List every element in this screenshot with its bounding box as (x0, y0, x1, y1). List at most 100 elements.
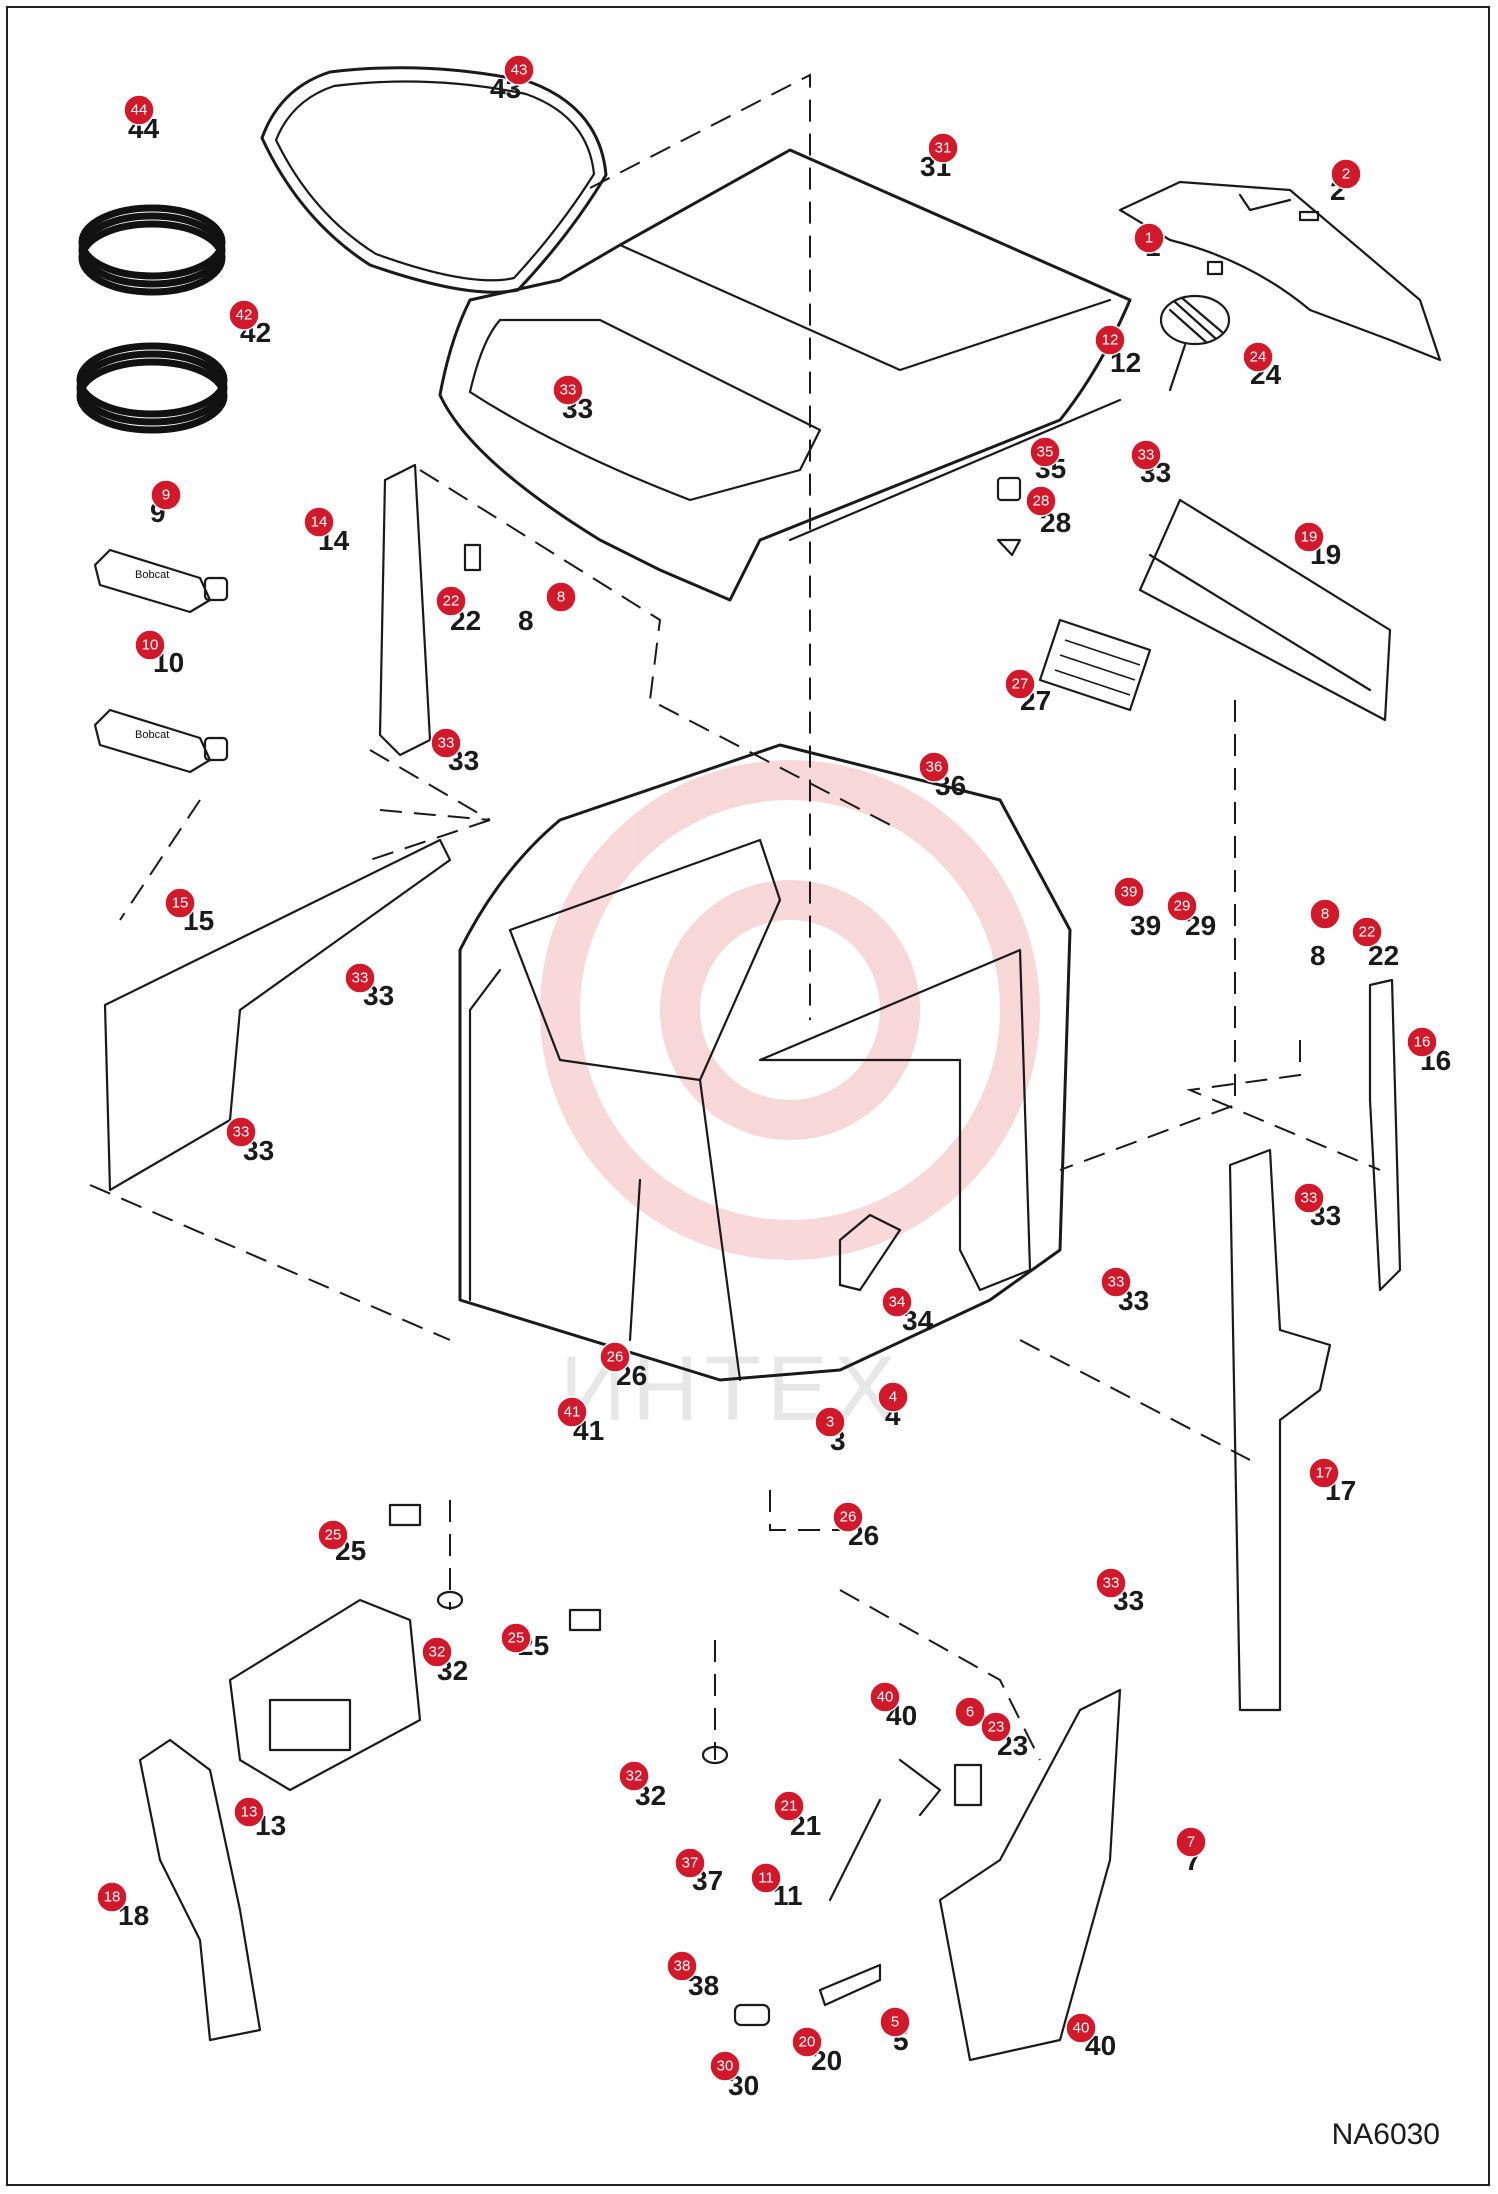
callout-26-a[interactable]: 26 (599, 1341, 631, 1373)
callout-5[interactable]: 5 (879, 2006, 911, 2038)
callout-25-a[interactable]: 25 (317, 1519, 349, 1551)
callout-12[interactable]: 12 (1094, 324, 1126, 356)
label-8-b: 8 (1310, 940, 1326, 971)
svg-text:40: 40 (1073, 2020, 1090, 2037)
callout-22-a[interactable]: 22 (435, 585, 467, 617)
svg-text:36: 36 (926, 759, 943, 776)
svg-text:33: 33 (1103, 1575, 1120, 1592)
svg-text:33: 33 (560, 382, 577, 399)
mount-32-upper (436, 1590, 464, 1610)
callout-43[interactable]: 43 (503, 54, 535, 86)
seal-coil-42 (76, 342, 228, 434)
callout-10[interactable]: 10 (134, 629, 166, 661)
svg-text:16: 16 (1414, 1034, 1431, 1051)
callout-14[interactable]: 14 (303, 506, 335, 538)
svg-text:33: 33 (352, 970, 369, 987)
callout-40-b[interactable]: 40 (1065, 2012, 1097, 2044)
callout-35[interactable]: 35 (1029, 436, 1061, 468)
mount-32-lower (701, 1745, 729, 1765)
callout-3[interactable]: 3 (814, 1406, 846, 1438)
callout-33-d[interactable]: 33 (344, 962, 376, 994)
svg-text:3: 3 (826, 1414, 834, 1431)
cab-frame-36 (458, 743, 1072, 1382)
pillar-trim-16 (1368, 978, 1402, 1292)
callout-8-a[interactable]: 8 (545, 581, 577, 613)
callout-41[interactable]: 41 (556, 1396, 588, 1428)
callout-28[interactable]: 28 (1025, 485, 1057, 517)
callout-33-h[interactable]: 33 (1095, 1567, 1127, 1599)
window-seal-43-inner (274, 80, 596, 282)
callout-34[interactable]: 34 (881, 1286, 913, 1318)
tube-brand-10: Bobcat (135, 729, 169, 741)
svg-text:34: 34 (889, 1294, 906, 1311)
callout-21[interactable]: 21 (773, 1790, 805, 1822)
callout-17[interactable]: 17 (1308, 1457, 1340, 1489)
callout-20[interactable]: 20 (791, 2026, 823, 2058)
side-panel-15 (103, 838, 452, 1192)
callout-1[interactable]: 1 (1133, 222, 1165, 254)
callout-40-a[interactable]: 40 (869, 1681, 901, 1713)
callout-33-f[interactable]: 33 (1293, 1182, 1325, 1214)
rear-panel-19 (1138, 498, 1392, 722)
clip-22 (463, 543, 482, 572)
sealant-tube-9: Bobcat (93, 548, 229, 614)
callout-23[interactable]: 23 (980, 1711, 1012, 1743)
callout-26-b[interactable]: 26 (832, 1501, 864, 1533)
svg-text:39: 39 (1121, 884, 1138, 901)
callout-38[interactable]: 38 (666, 1950, 698, 1982)
callout-33-a[interactable]: 33 (552, 374, 584, 406)
spacer-25-a (388, 1503, 422, 1527)
svg-text:33: 33 (233, 1124, 250, 1141)
svg-text:30: 30 (717, 2058, 734, 2075)
callout-32-b[interactable]: 32 (618, 1760, 650, 1792)
callout-19[interactable]: 19 (1293, 521, 1325, 553)
console-13 (228, 1598, 422, 1792)
svg-text:44: 44 (131, 102, 148, 119)
callout-22-b[interactable]: 22 (1351, 916, 1383, 948)
svg-text:21: 21 (781, 1798, 798, 1815)
callout-18[interactable]: 18 (96, 1881, 128, 1913)
seal-coil-44 (78, 204, 226, 296)
svg-text:24: 24 (1250, 349, 1267, 366)
callout-39[interactable]: 39 (1113, 876, 1145, 908)
svg-text:25: 25 (508, 1630, 525, 1647)
callout-44[interactable]: 44 (123, 94, 155, 126)
callout-11[interactable]: 11 (750, 1862, 782, 1894)
callout-37[interactable]: 37 (674, 1847, 706, 1879)
svg-text:12: 12 (1102, 332, 1119, 349)
svg-text:22: 22 (1359, 924, 1376, 941)
callout-33-e[interactable]: 33 (225, 1116, 257, 1148)
label-8-a: 8 (518, 605, 534, 636)
callout-6[interactable]: 6 (954, 1696, 986, 1728)
callout-33-c[interactable]: 33 (430, 727, 462, 759)
tube-brand-9: Bobcat (135, 569, 169, 581)
callout-13[interactable]: 13 (233, 1796, 265, 1828)
svg-text:8: 8 (1321, 906, 1329, 923)
callout-25-b[interactable]: 25 (500, 1622, 532, 1654)
callout-2[interactable]: 2 (1330, 158, 1362, 190)
callout-36[interactable]: 36 (918, 751, 950, 783)
callout-9[interactable]: 9 (150, 479, 182, 511)
callout-33-g[interactable]: 33 (1100, 1266, 1132, 1298)
callout-24[interactable]: 24 (1242, 341, 1274, 373)
callout-31[interactable]: 31 (927, 132, 959, 164)
callout-8-b[interactable]: 8 (1309, 898, 1341, 930)
callout-29[interactable]: 29 (1166, 890, 1198, 922)
svg-text:9: 9 (162, 487, 170, 504)
callout-32-a[interactable]: 32 (421, 1636, 453, 1668)
callout-16[interactable]: 16 (1406, 1026, 1438, 1058)
callout-30[interactable]: 30 (709, 2050, 741, 2082)
screw-12 (1168, 343, 1187, 392)
spacer-25-b (568, 1608, 602, 1632)
callout-4[interactable]: 4 (877, 1381, 909, 1413)
callout-7[interactable]: 7 (1175, 1826, 1207, 1858)
callout-42[interactable]: 42 (228, 299, 260, 331)
callout-27[interactable]: 27 (1004, 668, 1036, 700)
svg-text:43: 43 (511, 62, 528, 79)
svg-text:26: 26 (607, 1349, 624, 1366)
bolt-2 (1298, 210, 1320, 222)
callout-33-b[interactable]: 33 (1130, 439, 1162, 471)
callout-15[interactable]: 15 (164, 887, 196, 919)
svg-text:33: 33 (438, 735, 455, 752)
svg-text:8: 8 (557, 589, 565, 606)
